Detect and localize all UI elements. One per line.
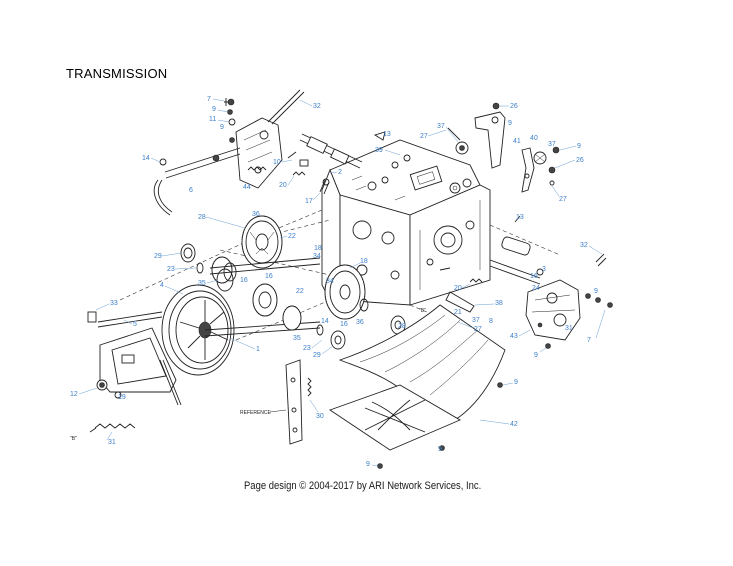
callout-27b: 27 (559, 196, 567, 203)
callout-37b: 37 (548, 141, 556, 148)
callout-18: 18 (314, 245, 322, 252)
callout-37: 37 (437, 123, 445, 130)
left-cover-plate (87, 311, 182, 433)
reference-label: REFERENCE (240, 410, 272, 416)
callout-32b: 32 (580, 242, 588, 249)
copyright-notice: Page design © 2004-2017 by ARI Network S… (244, 480, 482, 492)
callout-9b: 9 (220, 124, 224, 131)
right-gearbox-cover (439, 236, 613, 349)
callout-6: 6 (189, 187, 193, 194)
callout-9e: 9 (514, 379, 518, 386)
callout-28: 28 (198, 214, 206, 221)
callout-8: 8 (489, 318, 493, 325)
right-shift-bracket-assembly (373, 102, 560, 223)
callout-34: 34 (313, 253, 321, 260)
callout-35b: 35 (293, 335, 301, 342)
callout-33: 33 (110, 300, 118, 307)
callout-1: 1 (256, 346, 260, 353)
callout-31: 31 (108, 439, 116, 446)
callout-30: 30 (316, 413, 324, 420)
drive-pulley-assembly (161, 264, 406, 376)
callout-19: 19 (118, 394, 126, 401)
callout-16d: 16 (530, 273, 538, 280)
callout-10: 10 (273, 159, 281, 166)
callout-41: 41 (513, 138, 521, 145)
callout-14b: 14 (321, 318, 329, 325)
callout-11: 11 (209, 116, 216, 123)
callout-9: 9 (212, 106, 216, 113)
callout-39: 39 (375, 147, 383, 154)
upper-left-bracket-assembly (153, 89, 363, 216)
b-mark-label: "B" (70, 436, 77, 442)
auger-housing-shroud (329, 304, 506, 469)
callout-17: 17 (305, 198, 313, 205)
callout-9d: 9 (577, 143, 581, 150)
callout-29b: 29 (313, 352, 321, 359)
callout-9i: 9 (366, 461, 370, 468)
callout-27: 27 (420, 133, 428, 140)
callout-37c: 37 (472, 317, 480, 324)
callout-35: 35 (198, 280, 206, 287)
callout-9g: 9 (594, 288, 598, 295)
callout-12: 12 (70, 391, 78, 398)
callout-20b: 20 (454, 285, 462, 292)
callout-5: 5 (133, 321, 137, 328)
callout-9c: 9 (508, 120, 512, 127)
callout-4: 4 (160, 282, 164, 289)
callout-23: 23 (167, 266, 175, 273)
callout-36b: 36 (356, 319, 364, 326)
callout-21: 21 (454, 309, 462, 316)
page-title: TRANSMISSION (66, 66, 168, 81)
callout-7b: 7 (587, 337, 591, 344)
callout-43: 43 (510, 333, 518, 340)
callout-22: 22 (288, 233, 296, 240)
callout-13: 13 (383, 131, 391, 138)
callout-16c: 16 (340, 321, 348, 328)
callout-14: 14 (142, 155, 150, 162)
callout-29: 29 (154, 253, 162, 260)
callout-16b: 16 (265, 273, 273, 280)
callout-9h: 9 (534, 352, 538, 359)
callout-2: 2 (338, 169, 342, 176)
callout-18b: 18 (360, 258, 368, 265)
callout-3: 3 (542, 266, 546, 273)
callout-36: 36 (252, 211, 260, 218)
callout-16: 16 (240, 277, 248, 284)
callout-40: 40 (530, 135, 538, 142)
callout-numbers: 7 9 11 9 32 14 6 10 44 20 17 2 13 39 26 … (70, 96, 606, 468)
callout-13b: 13 (516, 214, 524, 221)
callout-32: 32 (313, 103, 321, 110)
callout-27c: 27 (474, 326, 482, 333)
callout-20: 20 (279, 182, 287, 189)
b-mark-label-2: "B" (419, 308, 426, 314)
callout-44: 44 (243, 184, 251, 191)
callout-24: 24 (532, 285, 540, 292)
callout-28b: 28 (398, 323, 406, 330)
left-gear-assembly (180, 215, 321, 284)
callout-26b: 26 (576, 157, 584, 164)
reference-plate (285, 359, 312, 445)
callout-34b: 34 (326, 278, 334, 285)
callout-23b: 23 (303, 345, 311, 352)
callout-38: 38 (495, 300, 503, 307)
callout-22b: 22 (296, 288, 304, 295)
callout-42: 42 (510, 421, 518, 428)
callout-9f: 9 (438, 446, 442, 453)
callout-7: 7 (207, 96, 211, 103)
transmission-housing (119, 139, 561, 356)
callout-31b: 31 (565, 325, 573, 332)
callout-26: 26 (510, 103, 518, 110)
